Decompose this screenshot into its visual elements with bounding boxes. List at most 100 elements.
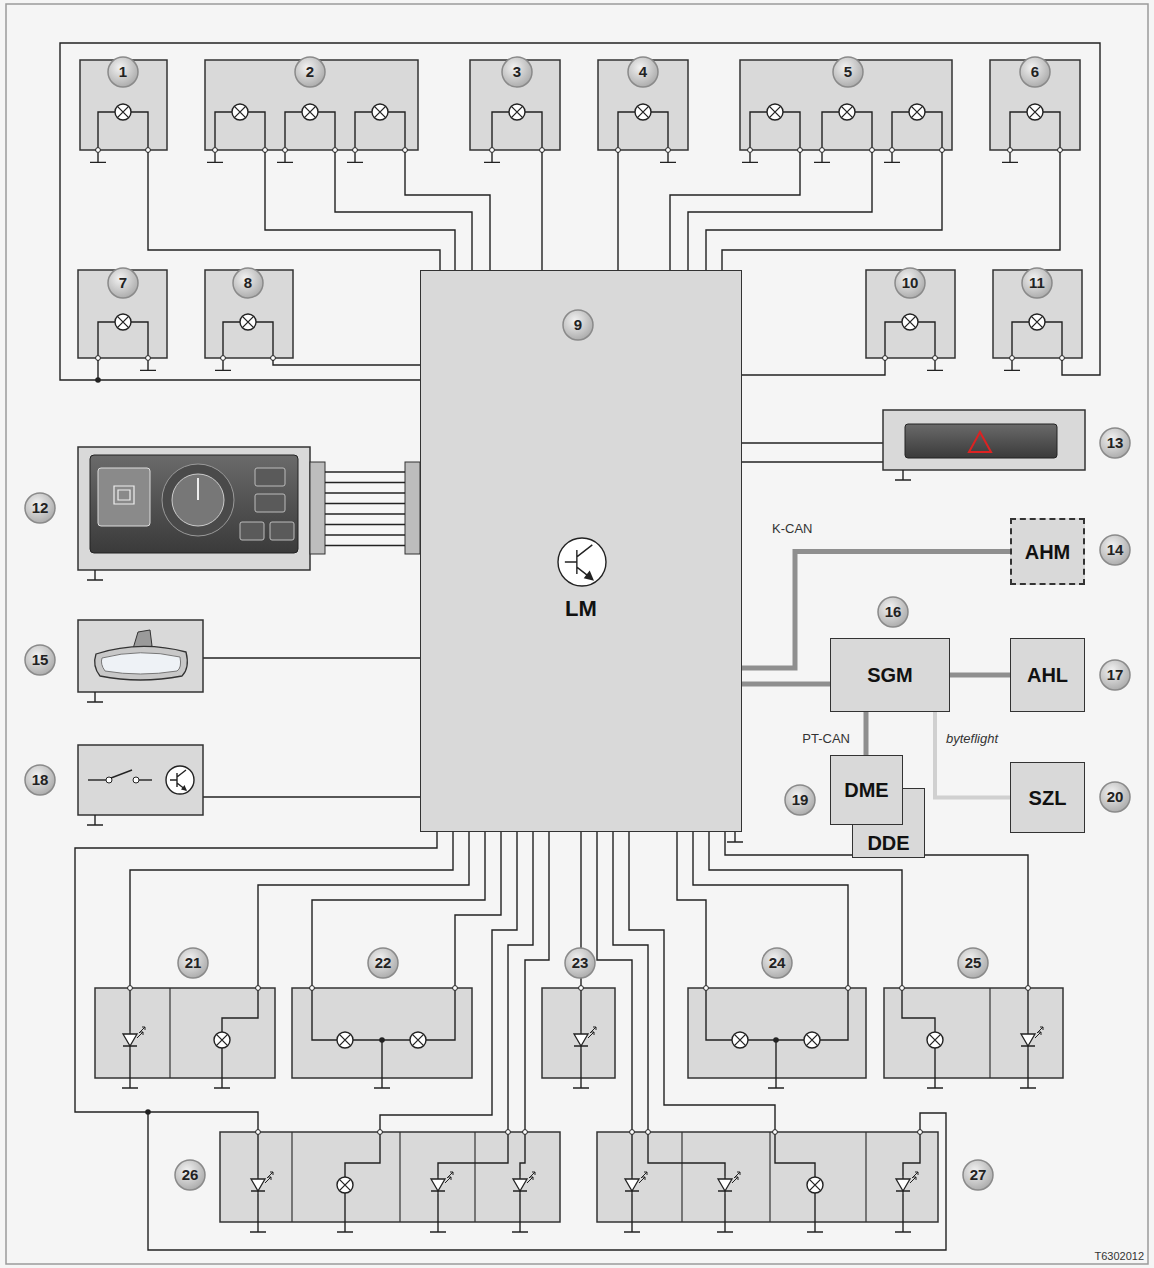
housing-divider xyxy=(865,1132,866,1222)
terminal xyxy=(630,1130,635,1135)
node-label: AHL xyxy=(1027,664,1068,686)
terminal xyxy=(890,148,895,153)
ground-symbol xyxy=(884,152,900,162)
lamp-symbol xyxy=(909,104,925,120)
wire xyxy=(613,832,648,1132)
lamp-housing xyxy=(205,60,418,150)
lamp-symbol xyxy=(732,1032,748,1048)
label-holder: 4 xyxy=(639,63,647,81)
wire xyxy=(148,1112,946,1250)
led-bar xyxy=(1021,1031,1035,1049)
callout-number: 23 xyxy=(572,954,589,972)
switch-panel xyxy=(90,455,298,553)
ground-symbol xyxy=(90,152,106,162)
ground-symbol xyxy=(374,1078,390,1088)
terminal xyxy=(870,148,875,153)
wire xyxy=(318,112,335,150)
ground-symbol xyxy=(1002,152,1018,162)
led-ray xyxy=(588,1032,594,1038)
callout-disc xyxy=(178,948,208,978)
wire xyxy=(1043,112,1060,150)
switch-lever xyxy=(111,770,132,778)
wire xyxy=(722,152,1060,270)
lamp-cross xyxy=(216,1034,227,1045)
lamp-cross xyxy=(374,106,385,117)
wire xyxy=(405,152,490,270)
junction-dot xyxy=(773,1037,779,1043)
callout-number: 9 xyxy=(574,316,582,334)
terminal xyxy=(96,356,101,361)
wire xyxy=(492,112,509,150)
lamp-cross xyxy=(339,1179,350,1190)
terminal xyxy=(748,148,753,153)
wire xyxy=(724,1194,725,1222)
callout-disc xyxy=(108,268,138,298)
lamp-housing xyxy=(993,270,1082,358)
callout-disc xyxy=(628,57,658,87)
callout-number: 5 xyxy=(844,63,852,81)
led-ray xyxy=(445,1177,451,1183)
led-ray xyxy=(529,1172,535,1178)
wire xyxy=(631,1132,632,1176)
wire xyxy=(750,112,767,150)
label-holder: 20 xyxy=(1107,788,1124,806)
lamp-cross xyxy=(412,1034,423,1045)
terminal xyxy=(256,1130,261,1135)
label-holder: 17 xyxy=(1107,666,1124,684)
callout-disc xyxy=(368,948,398,978)
label-holder: 24 xyxy=(769,954,786,972)
lamp-cross xyxy=(242,316,253,327)
wire xyxy=(580,988,581,1031)
led-ray xyxy=(447,1172,453,1178)
lamp-symbol xyxy=(214,1032,230,1048)
control-unit-box: SZL xyxy=(1010,762,1085,833)
led-ray xyxy=(641,1172,647,1178)
led-bar xyxy=(896,1176,910,1194)
wire xyxy=(902,988,935,1032)
callout-number: 22 xyxy=(375,954,392,972)
lamp-housing xyxy=(220,1132,560,1222)
callout-number: 6 xyxy=(1031,63,1039,81)
housing-divider xyxy=(399,1132,400,1222)
led-bar xyxy=(625,1176,639,1194)
lamp-housing xyxy=(95,988,275,1078)
callout-disc xyxy=(233,268,263,298)
wire xyxy=(742,461,883,462)
wire xyxy=(345,1132,380,1177)
terminal xyxy=(523,1130,528,1135)
lamp-housing xyxy=(598,60,688,150)
ground-symbol xyxy=(337,1222,353,1232)
wire xyxy=(918,322,935,358)
lamp-cross xyxy=(304,106,315,117)
wire xyxy=(88,779,106,780)
transistor-symbol xyxy=(558,538,606,586)
wire xyxy=(312,988,337,1040)
ground-symbol xyxy=(1004,360,1020,370)
callout-disc xyxy=(895,268,925,298)
wire xyxy=(203,796,420,797)
callout-disc xyxy=(963,1160,993,1190)
led-symbol xyxy=(718,1179,732,1191)
wire xyxy=(355,112,372,150)
callout-number: 13 xyxy=(1107,434,1124,452)
callout-number: 11 xyxy=(1029,274,1045,292)
callout-disc xyxy=(563,310,593,340)
transistor-leads xyxy=(170,770,186,790)
wire xyxy=(617,152,618,270)
terminal xyxy=(1008,148,1013,153)
ground-symbol xyxy=(277,152,293,162)
led-bar xyxy=(123,1031,137,1049)
led-ray xyxy=(910,1177,916,1183)
wire xyxy=(257,1194,258,1222)
lamp-cross xyxy=(637,106,648,117)
wire xyxy=(438,1132,508,1176)
lamp-symbol xyxy=(115,104,131,120)
led-symbol xyxy=(625,1179,639,1191)
mirror xyxy=(95,646,188,680)
label-holder: 12 xyxy=(32,499,49,517)
bus-name: PT-CAN xyxy=(800,731,852,747)
edge-label-holder: K-CAN xyxy=(770,519,814,537)
ground-symbol xyxy=(512,1222,528,1232)
callout-number: 20 xyxy=(1107,788,1124,806)
